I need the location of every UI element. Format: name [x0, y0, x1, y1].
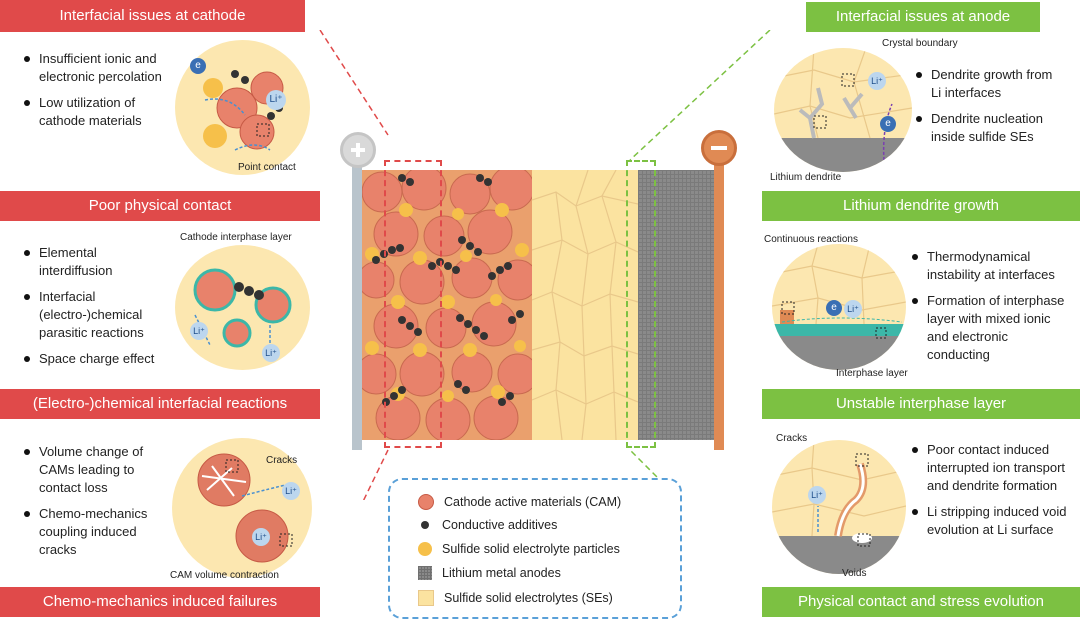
- lithium-ion-icon: Li⁺: [808, 486, 826, 504]
- lithium-anode-layer: [638, 170, 714, 440]
- banner-dendrite-growth: Lithium dendrite growth: [762, 191, 1080, 221]
- legend-label: Conductive additives: [442, 518, 558, 532]
- void-svg: [772, 440, 906, 574]
- banner-interfacial-reactions: (Electro-)chemical interfacial reactions: [0, 389, 320, 419]
- legend-item-anode: Lithium metal anodes: [418, 566, 561, 580]
- bullet-item: Formation of interphase layer with mixed…: [912, 292, 1074, 364]
- banner-unstable-interphase: Unstable interphase layer: [762, 389, 1080, 419]
- lithium-ion-icon: Li⁺: [266, 90, 286, 110]
- banner-poor-contact: Poor physical contact: [0, 191, 320, 221]
- legend-label: Sulfide solid electrolytes (SEs): [444, 591, 613, 605]
- bullet-item: Interfacial (electro-)chemical parasitic…: [24, 288, 170, 342]
- legend-item-cam: Cathode active materials (CAM): [418, 494, 621, 510]
- electron-icon: e: [880, 116, 896, 132]
- label-crystal-boundary: Crystal boundary: [882, 38, 958, 49]
- bullet-item: Insufficient ionic and electronic percol…: [24, 50, 172, 86]
- cracks-illustration: [172, 438, 312, 578]
- label-cam-contraction: CAM volume contraction: [170, 570, 279, 581]
- anode-issues-list: Dendrite growth from Li interfaces Dendr…: [916, 66, 1066, 154]
- cracks-svg: [197, 453, 293, 563]
- cathode-issues-list: Insufficient ionic and electronic percol…: [24, 50, 172, 138]
- legend-box: Cathode active materials (CAM) Conductiv…: [388, 478, 682, 619]
- bullet-item: Volume change of CAMs leading to contact…: [24, 443, 170, 497]
- legend-item-electrolyte: Sulfide solid electrolytes (SEs): [418, 590, 613, 606]
- lithium-ion-icon: Li⁺: [262, 344, 280, 362]
- banner-anode-issues: Interfacial issues at anode: [806, 2, 1040, 32]
- void-illustration: [772, 440, 906, 574]
- poor-contact-list: Elemental interdiffusion Interfacial (el…: [24, 244, 170, 376]
- plus-terminal-icon: [340, 132, 376, 168]
- legend-item-se-particles: Sulfide solid electrolyte particles: [418, 542, 620, 556]
- lithium-ion-icon: Li⁺: [844, 300, 862, 318]
- label-cracks: Cracks: [266, 455, 298, 466]
- bullet-item: Thermodynamical instability at interface…: [912, 248, 1074, 284]
- cam-swatch: [418, 494, 434, 510]
- dendrite-illustration: [774, 48, 912, 172]
- interfacial-reactions-list: Volume change of CAMs leading to contact…: [24, 443, 170, 567]
- lithium-ion-icon: Li⁺: [190, 322, 208, 340]
- unstable-interphase-list: Poor contact induced interrupted ion tra…: [912, 441, 1076, 547]
- interphase-illustration: [175, 245, 310, 370]
- label-cracks-anode: Cracks: [776, 433, 808, 444]
- lithium-ion-icon: Li⁺: [282, 482, 300, 500]
- interphase-svg: [193, 268, 292, 348]
- lithium-ion-icon: Li⁺: [252, 528, 270, 546]
- legend-item-carbon: Conductive additives: [418, 518, 557, 532]
- carbon-swatch: [418, 518, 432, 532]
- legend-label: Sulfide solid electrolyte particles: [442, 542, 620, 556]
- cathode-contact-svg: [203, 70, 284, 151]
- bullet-item: Elemental interdiffusion: [24, 244, 170, 280]
- interphase-growth-svg: [772, 244, 906, 370]
- label-lithium-dendrite: Lithium dendrite: [770, 172, 842, 183]
- electron-icon: e: [190, 58, 206, 74]
- bullet-item: Poor contact induced interrupted ion tra…: [912, 441, 1076, 495]
- cathode-current-collector: [352, 160, 362, 450]
- dendrite-growth-list: Thermodynamical instability at interface…: [912, 248, 1074, 372]
- electrolyte-grain-svg: [531, 169, 639, 441]
- legend-label: Lithium metal anodes: [442, 566, 561, 580]
- banner-cathode-issues: Interfacial issues at cathode: [0, 0, 305, 32]
- anode-current-collector: [714, 160, 724, 450]
- label-cathode-interphase: Cathode interphase layer: [180, 232, 292, 243]
- electron-icon: e: [826, 300, 842, 316]
- composite-cathode-svg: [362, 170, 532, 440]
- label-interphase-layer: Interphase layer: [836, 368, 908, 379]
- banner-chemo-mechanics: Chemo-mechanics induced failures: [0, 587, 320, 617]
- label-point-contact: Point contact: [238, 162, 296, 173]
- interphase-growth-illustration: [772, 244, 906, 370]
- cathode-interface-highlight: [384, 160, 442, 448]
- banner-stress-evolution: Physical contact and stress evolution: [762, 587, 1080, 617]
- bullet-item: Dendrite growth from Li interfaces: [916, 66, 1066, 102]
- composite-cathode-layer: [362, 170, 532, 440]
- connector-lines: [319, 30, 771, 500]
- cathode-contact-illustration: [175, 40, 310, 175]
- bullet-item: Space charge effect: [24, 350, 170, 368]
- dendrite-svg: [774, 48, 912, 172]
- bullet-item: Dendrite nucleation inside sulfide SEs: [916, 110, 1066, 146]
- bullet-item: Li stripping induced void evolution at L…: [912, 503, 1076, 539]
- solid-electrolyte-layer: [531, 169, 639, 441]
- se-particle-swatch: [418, 542, 432, 556]
- legend-label: Cathode active materials (CAM): [444, 495, 622, 509]
- electrolyte-swatch: [418, 590, 434, 606]
- anode-interface-highlight: [626, 160, 656, 448]
- label-continuous-reactions: Continuous reactions: [764, 234, 858, 245]
- minus-terminal-icon: [701, 130, 737, 166]
- anode-swatch: [418, 566, 432, 580]
- lithium-ion-icon: Li⁺: [868, 72, 886, 90]
- bullet-item: Chemo-mechanics coupling induced cracks: [24, 505, 170, 559]
- label-voids: Voids: [842, 568, 867, 579]
- bullet-item: Low utilization of cathode materials: [24, 94, 172, 130]
